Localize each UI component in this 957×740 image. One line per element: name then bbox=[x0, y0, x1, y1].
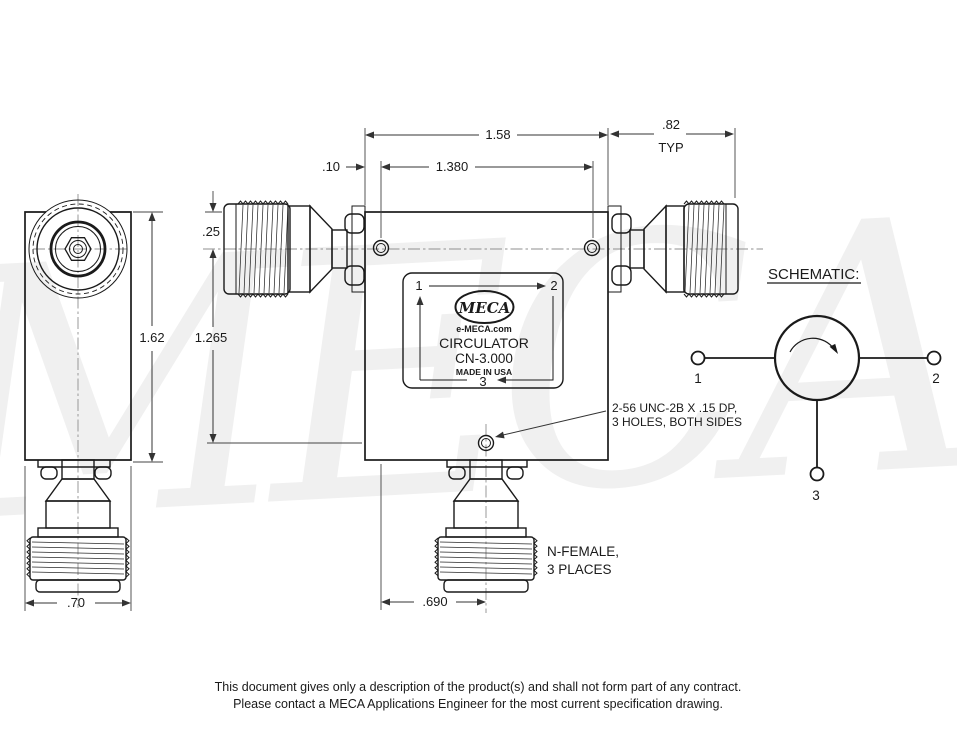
label-model: CN-3.000 bbox=[455, 351, 513, 366]
dim-connector-length: .82 bbox=[662, 117, 680, 132]
notes: 2-56 UNC-2B X .15 DP, 3 HOLES, BOTH SIDE… bbox=[495, 401, 742, 577]
mounting-holes bbox=[372, 239, 601, 452]
footer: This document gives only a description o… bbox=[215, 680, 742, 711]
footer-line2: Please contact a MECA Applications Engin… bbox=[233, 697, 723, 711]
label-port3: 3 bbox=[479, 374, 486, 389]
schematic-title: SCHEMATIC: bbox=[768, 266, 859, 283]
dim-center-to-hole: 1.265 bbox=[195, 330, 228, 345]
port1-terminal bbox=[690, 350, 706, 366]
meca-logo-oval bbox=[454, 290, 515, 324]
label-port2: 2 bbox=[550, 278, 557, 293]
label-product: CIRCULATOR bbox=[439, 335, 529, 351]
dim-hole-spacing: 1.380 bbox=[436, 159, 469, 174]
label-brand: MECA bbox=[458, 299, 511, 317]
label-plate: 1 2 3 MECA e-MECA.com CIRCULATOR CN-3.00… bbox=[402, 272, 564, 389]
dim-top-to-center: .25 bbox=[202, 224, 220, 239]
n-connector-bottom bbox=[434, 459, 538, 593]
dim-port-offset: .690 bbox=[422, 594, 447, 609]
meca-watermark: MECA bbox=[0, 146, 957, 601]
screw-spec-note-line1: 2-56 UNC-2B X .15 DP, bbox=[612, 401, 737, 415]
dimensions: 1.58 .82 TYP 1.380 .10 .25 1.265 1.62 bbox=[24, 117, 736, 611]
n-connector-right bbox=[607, 200, 739, 298]
connector-note-line2: 3 PLACES bbox=[547, 562, 612, 577]
screw-spec-note-line2: 3 HOLES, BOTH SIDES bbox=[612, 415, 742, 429]
schematic-port2-label: 2 bbox=[932, 371, 940, 386]
center-pin-hex bbox=[64, 237, 92, 261]
schematic-port3-label: 3 bbox=[812, 488, 820, 503]
connector-note-line1: N-FEMALE, bbox=[547, 544, 619, 559]
side-view bbox=[24, 199, 132, 593]
port3-terminal bbox=[809, 466, 825, 482]
dim-side-width: .70 bbox=[67, 595, 85, 610]
label-origin: MADE IN USA bbox=[456, 367, 512, 377]
n-connector-face bbox=[28, 199, 128, 299]
dim-body-width: 1.58 bbox=[485, 127, 510, 142]
port2-terminal bbox=[926, 350, 942, 366]
front-view: 1 2 3 MECA e-MECA.com CIRCULATOR CN-3.00… bbox=[223, 200, 739, 593]
side-bottom-connector bbox=[26, 459, 130, 593]
rotation-arrow-arc bbox=[789, 337, 835, 353]
dim-connector-typ: TYP bbox=[658, 140, 683, 155]
dim-body-height: 1.62 bbox=[139, 330, 164, 345]
centerlines bbox=[33, 194, 763, 613]
schematic-port1-label: 1 bbox=[694, 371, 702, 386]
label-website: e-MECA.com bbox=[456, 324, 512, 334]
footer-line1: This document gives only a description o… bbox=[215, 680, 742, 694]
port-lines bbox=[704, 357, 928, 467]
n-connector-left bbox=[223, 200, 366, 298]
rotation-arrow-head bbox=[829, 343, 838, 354]
schematic: SCHEMATIC: 1 2 3 bbox=[690, 266, 942, 503]
label-port1: 1 bbox=[415, 278, 422, 293]
dim-hole-edge-offset: .10 bbox=[322, 159, 340, 174]
